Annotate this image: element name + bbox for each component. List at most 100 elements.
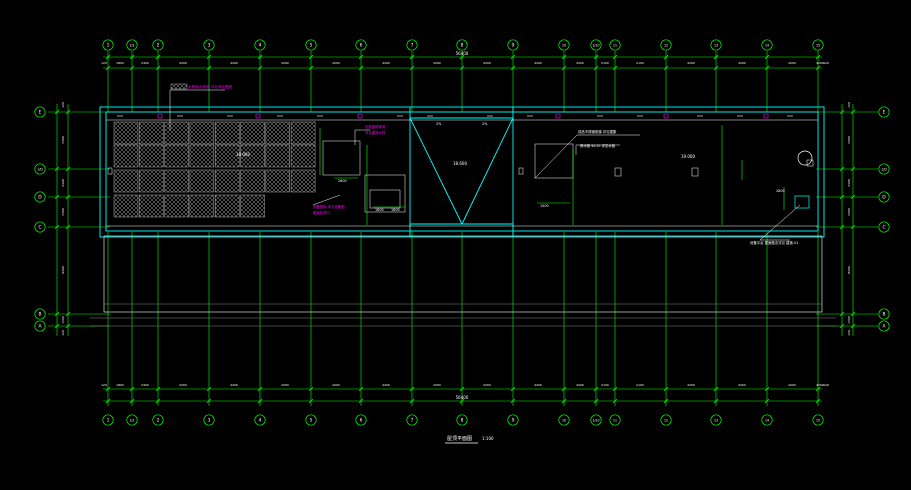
dimension-tick: [65, 194, 71, 200]
axis-bubble-right: A: [878, 320, 890, 332]
axis-bubble-left: D: [34, 191, 46, 203]
roof-internal-lines: [106, 119, 818, 227]
axis-bubble-left: E: [34, 106, 46, 118]
dimension-text: 4200: [230, 383, 238, 387]
dimension-tick: [839, 323, 845, 329]
axis-label: 1/10: [592, 44, 599, 48]
solar-panel: [290, 169, 316, 193]
dimension-tick: [663, 54, 669, 60]
dimension-tick: [257, 65, 263, 71]
solar-panel: [189, 194, 215, 218]
axis-bubble-top: 3: [203, 39, 215, 51]
axis-bubble-bottom: 4: [254, 414, 266, 426]
dimension-tick: [65, 323, 71, 329]
solar-panel: [214, 144, 240, 168]
dimension-text: 4200: [534, 61, 542, 65]
dimension-tick: [612, 398, 618, 404]
dimension-tick: [155, 398, 161, 404]
dimension-tick: [409, 386, 415, 392]
dim-e: 2800: [776, 189, 785, 193]
dimension-tick: [713, 398, 719, 404]
dimension-tick: [257, 54, 263, 60]
axis-bubble-top: 6: [355, 39, 367, 51]
axis-label: 1: [107, 43, 110, 49]
dimension-text-right: 3300: [847, 208, 851, 216]
solar-panel: [214, 169, 240, 193]
axis-label: D: [38, 195, 42, 201]
dimension-text: 2100: [601, 61, 609, 65]
axis-label: 6: [360, 418, 363, 424]
axis-label: E: [39, 110, 42, 116]
dimension-text: 4200: [230, 61, 238, 65]
level-mid: 18.600: [453, 161, 467, 166]
solar-panel: [113, 144, 139, 168]
axis-label: 1/D: [881, 168, 887, 172]
dimension-tick: [663, 65, 669, 71]
dimension-tick: [593, 54, 599, 60]
note-pink-2: 屋面检修口: [313, 210, 330, 215]
dimension-tick: [713, 54, 719, 60]
dimension-text: 2400: [141, 61, 149, 65]
dimension-tick: [105, 65, 111, 71]
axis-label: 8: [461, 43, 464, 49]
axis-bubble-top: 4: [254, 39, 266, 51]
axis-label: A: [38, 324, 41, 330]
drawing-title-block: 屋顶平面图 1:100: [445, 436, 494, 444]
axis-bubble-top: 1/1: [126, 39, 138, 51]
dimension-tick: [459, 54, 465, 60]
dimension-tick: [561, 386, 567, 392]
dimension-text: 4200: [788, 383, 796, 387]
dimension-tick: [815, 386, 821, 392]
axis-label: C: [38, 225, 41, 231]
solar-panel: [290, 121, 316, 145]
dimension-tick: [839, 224, 845, 230]
dimension-text-right: 120: [847, 330, 851, 336]
axis-bubble-bottom: 8: [456, 414, 468, 426]
dimension-tick: [129, 386, 135, 392]
axis-label: 10: [562, 419, 566, 423]
axis-bubble-bottom: 12: [660, 414, 672, 426]
dimension-text: 4200: [738, 61, 746, 65]
note-right-3: 设备平台 屋面做法详见 建施-01: [750, 240, 798, 245]
axis-bubble-left: C: [34, 221, 46, 233]
dimension-tick: [561, 54, 567, 60]
dimension-tick: [105, 54, 111, 60]
dimension-text: 4200: [483, 383, 491, 387]
solar-panel: [164, 144, 189, 168]
rain-outlet: [357, 113, 363, 119]
dimension-tick: [65, 311, 71, 317]
dimension-tick: [815, 54, 821, 60]
dim-d: 1500: [540, 204, 549, 208]
dimension-tick: [561, 398, 567, 404]
axis-label: 15: [816, 419, 820, 423]
dimension-tick: [105, 386, 111, 392]
axis-bubble-top: 14: [761, 39, 773, 51]
dimension-tick: [105, 398, 111, 404]
dimension-tick: [850, 109, 856, 115]
dimension-tick: [593, 386, 599, 392]
axis-bubble-top: 2: [152, 39, 164, 51]
solar-panel: [189, 169, 215, 193]
solar-panel: [265, 169, 290, 193]
dimension-text-left: 3300: [61, 136, 65, 144]
rain-outlet-markers: [117, 113, 793, 119]
dimension-text: 2100: [636, 61, 644, 65]
solar-panel: [265, 144, 290, 168]
solar-panel: [164, 121, 189, 145]
axis-bubble-top: 7: [406, 39, 418, 51]
dimension-text: 4200: [816, 383, 824, 387]
dimension-texts: 1201201800180024002400420042004200420042…: [54, 54, 856, 404]
dimension-tick: [764, 65, 770, 71]
dimension-tick: [839, 311, 845, 317]
solar-panel: [265, 121, 290, 145]
solar-panel: [189, 144, 215, 168]
axis-label: 9: [512, 418, 515, 424]
dimension-tick: [850, 194, 856, 200]
axis-bubble-bottom: 5: [305, 414, 317, 426]
dimension-tick: [358, 54, 364, 60]
dimension-tick: [358, 65, 364, 71]
axis-label: 2: [157, 43, 160, 49]
dimension-tick: [663, 398, 669, 404]
dimension-tick: [764, 398, 770, 404]
note-center-2: 详见建施大样: [365, 130, 386, 135]
